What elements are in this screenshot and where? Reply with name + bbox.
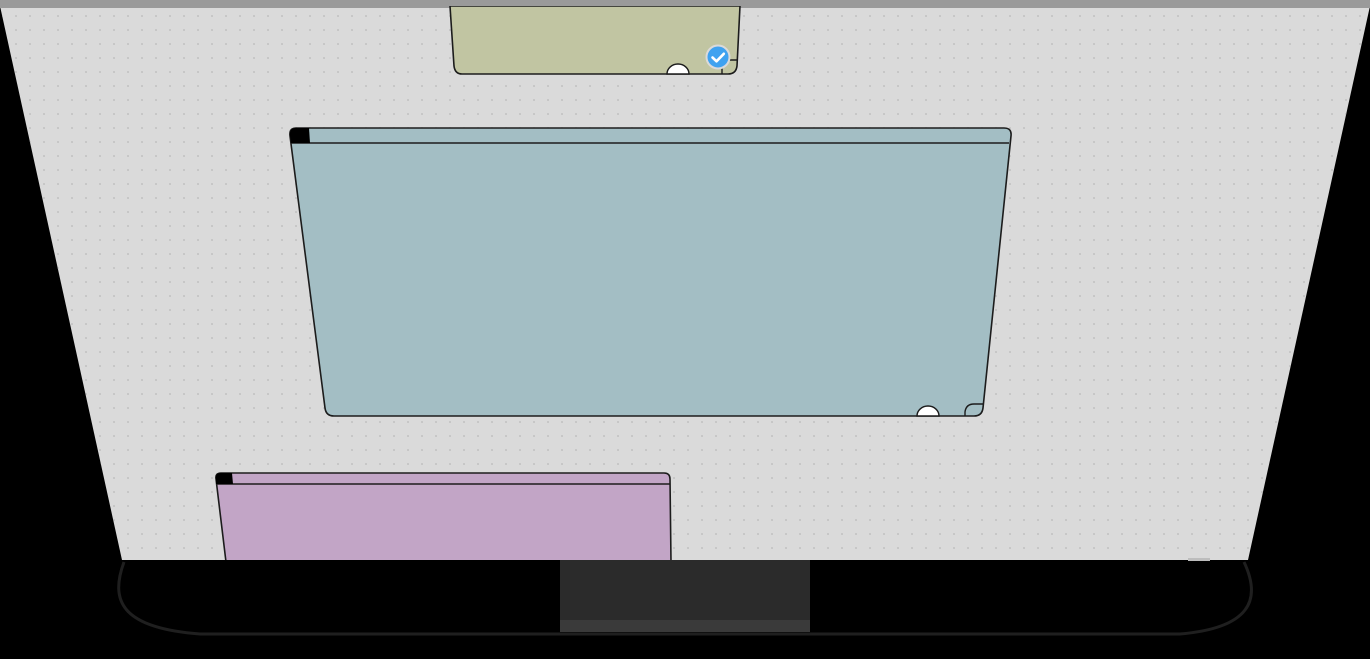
screen-top-edge <box>0 0 1370 8</box>
olive-window[interactable] <box>449 6 741 75</box>
selection-badge <box>705 44 731 70</box>
monitor-stand-neck-shade <box>560 620 810 632</box>
check-icon <box>711 52 726 63</box>
blue-window-resize-corner[interactable] <box>964 403 983 416</box>
screen-indicator <box>1188 558 1210 561</box>
purple-window-title-bar-handle[interactable] <box>215 473 233 484</box>
olive-window-drag-handle[interactable] <box>666 63 690 75</box>
purple-window[interactable] <box>215 472 672 562</box>
blue-window-drag-handle[interactable] <box>916 405 940 417</box>
blue-window[interactable] <box>289 127 1012 417</box>
blue-window-title-bar-handle[interactable] <box>289 128 310 143</box>
monitor-base <box>117 561 1253 636</box>
